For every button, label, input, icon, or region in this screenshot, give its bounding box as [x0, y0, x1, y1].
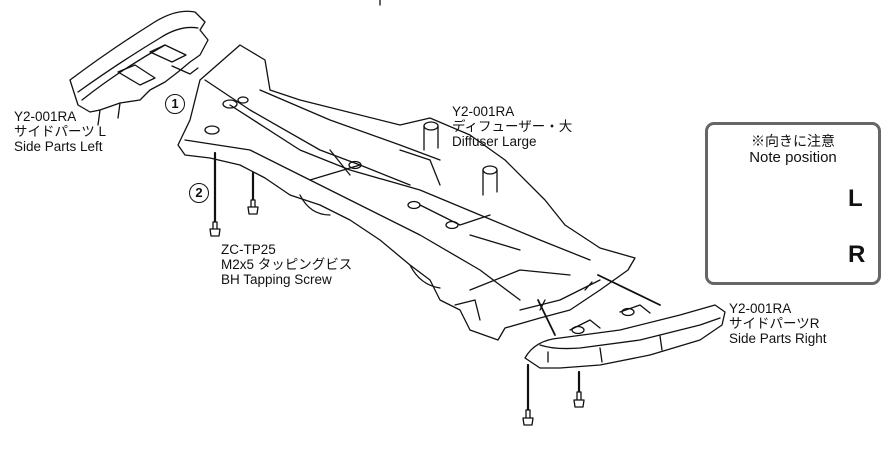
- note-left-mark: L: [848, 185, 863, 212]
- side-part-right-drawing: [524, 304, 726, 369]
- note-right-mark: R: [848, 241, 866, 268]
- screw-1: [209, 221, 221, 237]
- side-left-jp: サイドパーツ L: [14, 124, 106, 139]
- label-diffuser: Y2-001RA ディフューザー・大 Diffuser Large: [452, 104, 572, 149]
- screw-code: ZC-TP25: [221, 242, 276, 257]
- side-left-en: Side Parts Left: [14, 139, 103, 154]
- step-1-marker: 1: [165, 94, 185, 114]
- label-side-parts-right: Y2-001RA サイドパーツR Side Parts Right: [729, 301, 827, 346]
- diffuser-en: Diffuser Large: [452, 134, 537, 149]
- screw-2: [247, 199, 259, 215]
- note-position-box: ※向きに注意 Note position L R: [705, 122, 881, 285]
- note-title-en: Note position: [749, 149, 837, 166]
- side-right-en: Side Parts Right: [729, 331, 827, 346]
- label-screw: ZC-TP25 M2x5 タッピングビス BH Tapping Screw: [221, 242, 352, 287]
- diffuser-jp: ディフューザー・大: [452, 119, 573, 134]
- side-right-code: Y2-001RA: [729, 301, 792, 316]
- screw-group-right: [522, 274, 661, 426]
- step-2-marker: 2: [189, 183, 209, 203]
- diffuser-drawing: [177, 44, 636, 341]
- label-side-parts-left: Y2-001RA サイドパーツ L Side Parts Left: [14, 109, 106, 154]
- side-right-jp: サイドパーツR: [729, 316, 820, 331]
- diffuser-code: Y2-001RA: [452, 104, 515, 119]
- side-left-code: Y2-001RA: [14, 109, 77, 124]
- guide-line-right-3: [597, 274, 661, 306]
- screw-4: [573, 391, 585, 408]
- screw-jp: M2x5 タッピングビス: [221, 257, 353, 272]
- screw-group-left: [209, 151, 259, 237]
- screw-en: BH Tapping Screw: [221, 272, 332, 287]
- guide-line-right-4: [537, 299, 556, 336]
- side-part-left-drawing: [69, 10, 209, 126]
- screw-3: [522, 409, 534, 426]
- note-title-jp: ※向きに注意: [751, 133, 835, 149]
